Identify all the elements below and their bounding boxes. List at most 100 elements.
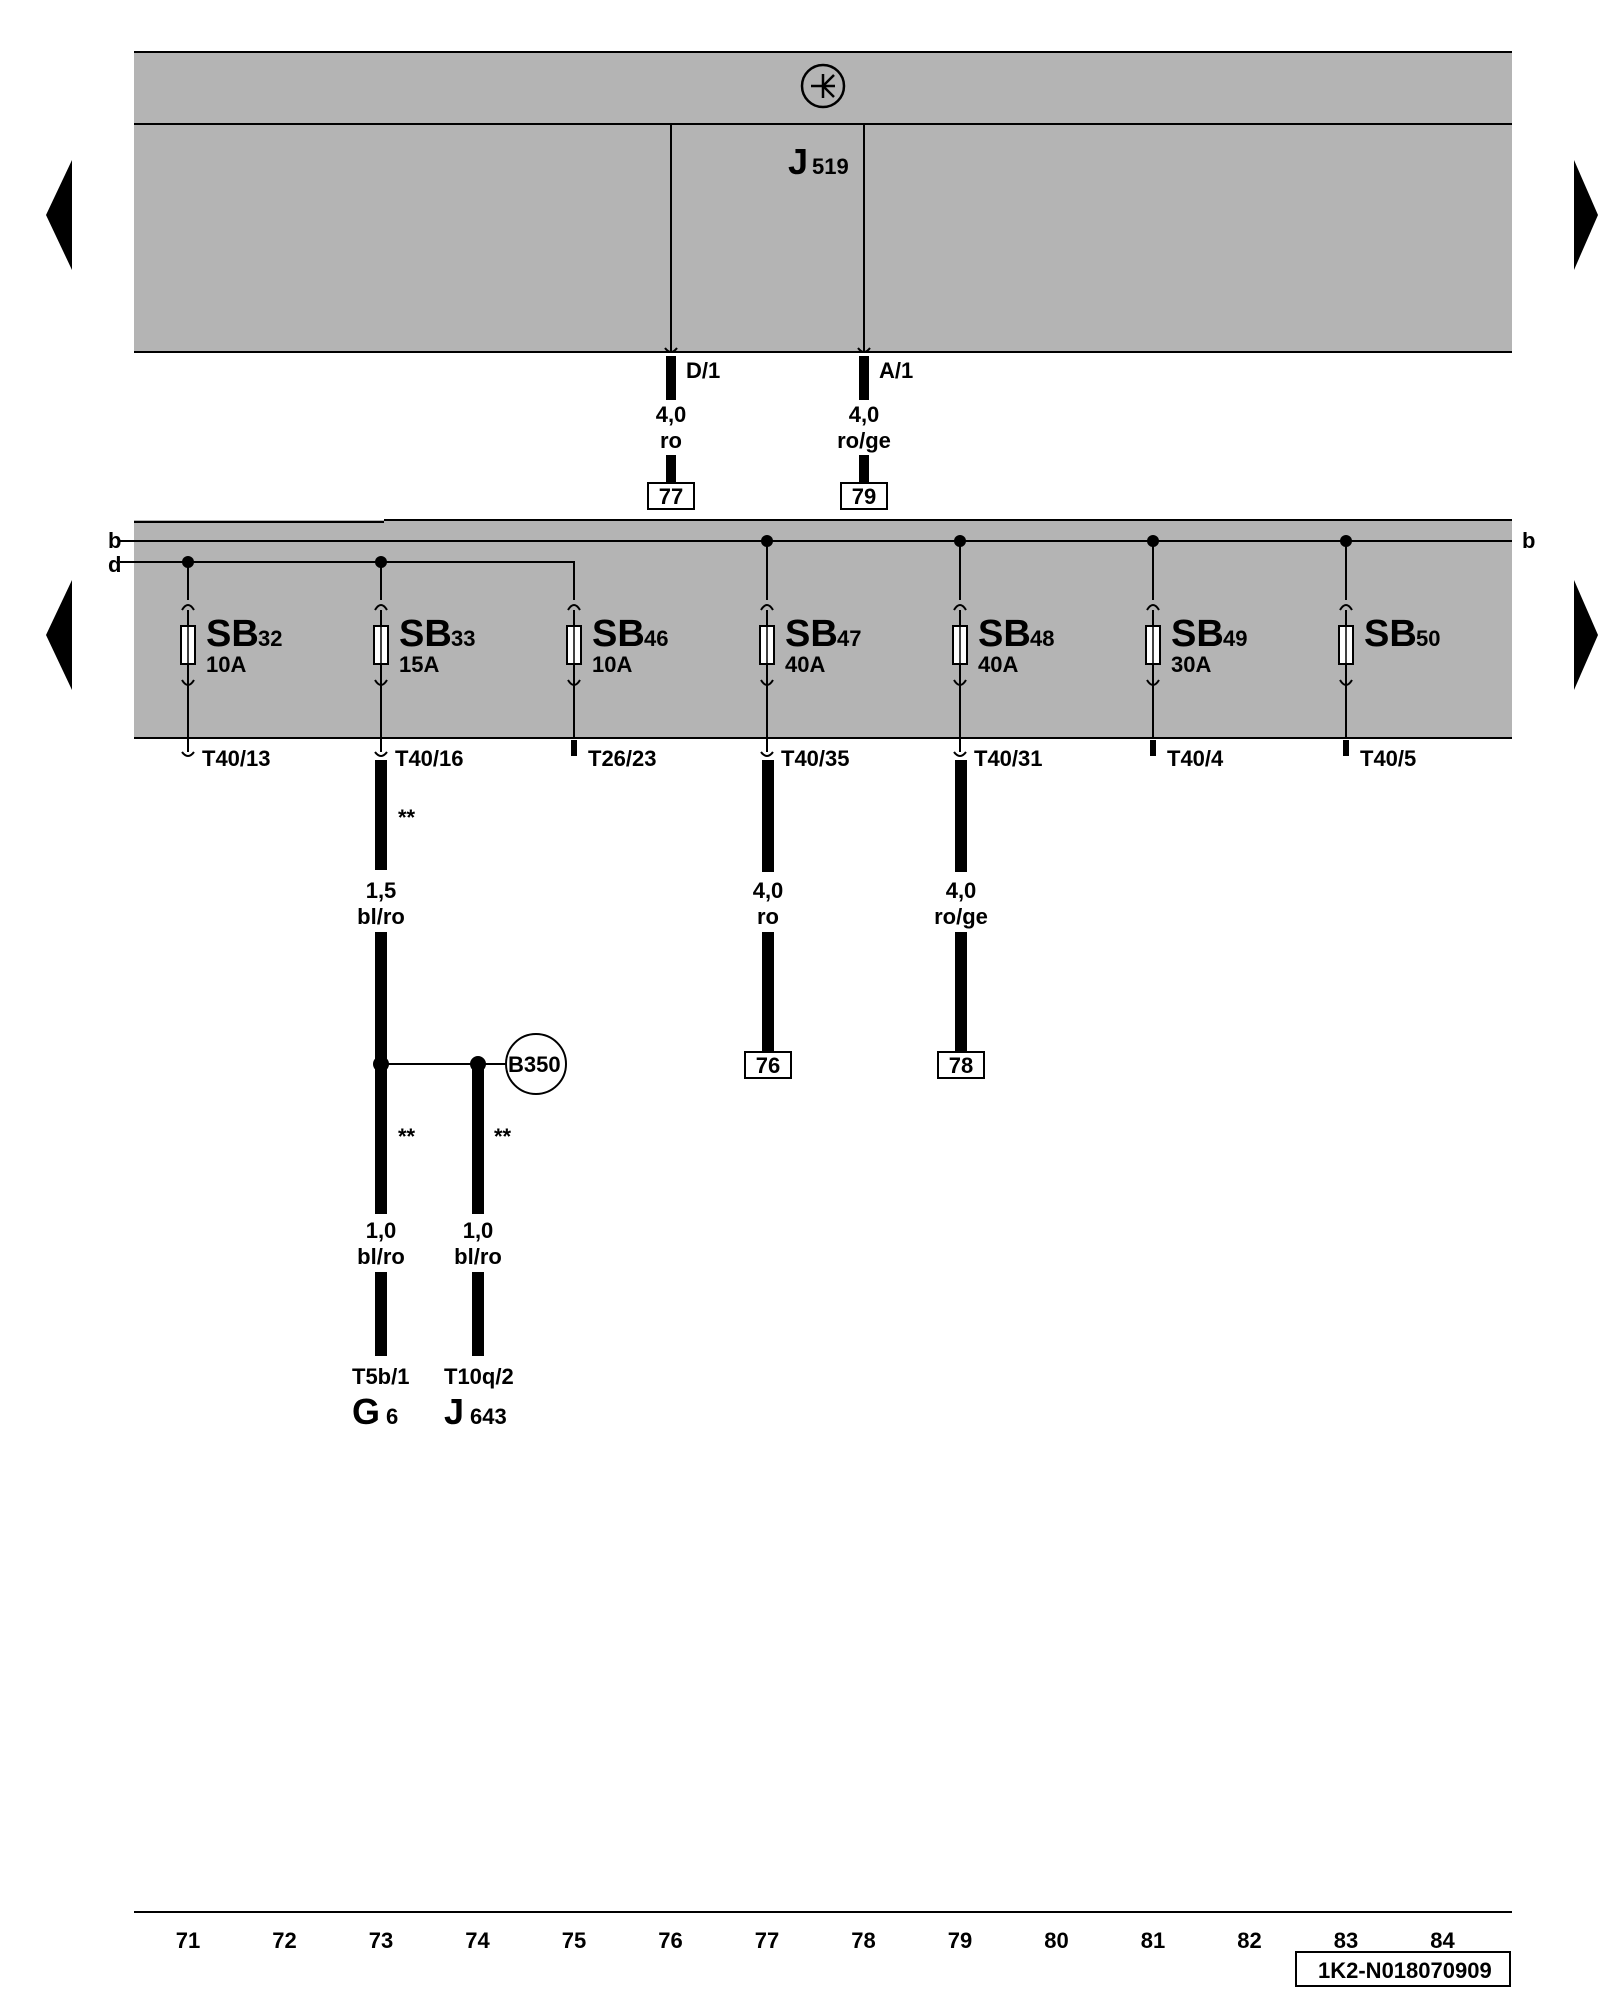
fuse-number: 32 bbox=[258, 626, 282, 651]
ref-number: 77 bbox=[659, 484, 683, 509]
terminal-label: T10q/2 bbox=[444, 1364, 514, 1389]
terminal-label: T40/4 bbox=[1167, 746, 1224, 771]
wire-size: 4,0 bbox=[946, 878, 977, 903]
wire-color: ro bbox=[660, 428, 682, 453]
nav-next-arrow-middle[interactable] bbox=[1574, 580, 1598, 690]
ref-number: 79 bbox=[852, 484, 876, 509]
terminal-label: T5b/1 bbox=[352, 1364, 409, 1389]
doc-id-box bbox=[1295, 1951, 1511, 1987]
wire-branch-j643: ** 1,0 bl/ro T10q/2 J 643 bbox=[444, 1064, 514, 1432]
fuse-name: SB bbox=[592, 613, 645, 655]
column-number: 84 bbox=[1430, 1928, 1455, 1953]
wire-mark: ** bbox=[398, 805, 416, 830]
fuse-name: SB bbox=[1364, 613, 1417, 655]
pin-label: A/1 bbox=[879, 358, 913, 383]
terminal-label: T40/5 bbox=[1360, 746, 1416, 771]
fuse-number: 47 bbox=[837, 626, 861, 651]
column-number: 77 bbox=[755, 1928, 779, 1953]
wire-size: 1,0 bbox=[463, 1218, 494, 1243]
terminal-label: T26/23 bbox=[588, 746, 657, 771]
column-number: 78 bbox=[851, 1928, 875, 1953]
control-unit-number: 519 bbox=[812, 154, 849, 179]
splice-b350-symbol[interactable] bbox=[505, 1033, 567, 1095]
wire-branch-g6: ** 1,0 bl/ro T5b/1 G 6 bbox=[352, 1064, 416, 1432]
pin-label: D/1 bbox=[686, 358, 720, 383]
fuse-rating: 10A bbox=[592, 652, 632, 677]
fuse-number: 46 bbox=[644, 626, 668, 651]
wire-color: bl/ro bbox=[357, 904, 405, 929]
component-letter: J bbox=[444, 1391, 464, 1432]
fuse-number: 49 bbox=[1223, 626, 1247, 651]
ref-number: 76 bbox=[756, 1053, 780, 1078]
terminal-label: T40/13 bbox=[202, 746, 271, 771]
ref-box[interactable] bbox=[647, 482, 695, 510]
component-number: 643 bbox=[470, 1404, 507, 1429]
fuse-name: SB bbox=[1171, 613, 1224, 655]
fuse-name: SB bbox=[978, 613, 1031, 655]
doc-id: 1K2-N018070909 bbox=[1318, 1958, 1492, 1983]
ref-box[interactable] bbox=[840, 482, 888, 510]
fuse-name: SB bbox=[785, 613, 838, 655]
wire-color: bl/ro bbox=[357, 1244, 405, 1269]
terminal-label: T40/31 bbox=[974, 746, 1043, 771]
control-unit-j519: J 519 bbox=[134, 51, 1512, 353]
electronics-symbol-icon bbox=[800, 63, 846, 109]
fuse-box-panel: b d b bbox=[108, 519, 1535, 739]
rail-b-label: b bbox=[108, 528, 121, 553]
fuse-number: 50 bbox=[1416, 626, 1440, 651]
terminal-label: T40/16 bbox=[395, 746, 464, 771]
column-number: 80 bbox=[1044, 1928, 1068, 1953]
wire-color: ro/ge bbox=[934, 904, 988, 929]
column-number: 79 bbox=[948, 1928, 972, 1953]
fuse-rating: 40A bbox=[978, 652, 1018, 677]
fuse-name: SB bbox=[206, 613, 259, 655]
control-unit-panel bbox=[134, 52, 1512, 352]
wire-size: 4,0 bbox=[656, 402, 687, 427]
ref-number: 78 bbox=[949, 1053, 973, 1078]
column-number: 76 bbox=[658, 1928, 682, 1953]
wire-j519-a1: A/1 4,0 ro/ge 79 bbox=[837, 347, 913, 510]
column-number: 72 bbox=[272, 1928, 296, 1953]
fuse-rating: 15A bbox=[399, 652, 439, 677]
fuse-rating: 30A bbox=[1171, 652, 1211, 677]
wire-color: ro/ge bbox=[837, 428, 891, 453]
splice-label: B350 bbox=[508, 1052, 561, 1077]
wire-j519-d1: D/1 4,0 ro 77 bbox=[647, 347, 720, 510]
column-number: 73 bbox=[369, 1928, 393, 1953]
control-unit-letter: J bbox=[788, 141, 808, 182]
column-number: 83 bbox=[1334, 1928, 1358, 1953]
fuse-number: 33 bbox=[451, 626, 475, 651]
wire-mark: ** bbox=[398, 1124, 416, 1149]
column-number: 75 bbox=[562, 1928, 586, 1953]
wire-size: 1,0 bbox=[366, 1218, 397, 1243]
wire-color: bl/ro bbox=[454, 1244, 502, 1269]
nav-previous-arrow-middle[interactable] bbox=[46, 580, 72, 690]
ref-box[interactable] bbox=[937, 1051, 985, 1079]
column-number: 82 bbox=[1237, 1928, 1261, 1953]
wire-size: 1,5 bbox=[366, 878, 397, 903]
nav-previous-arrow-top[interactable] bbox=[46, 160, 72, 270]
column-number: 71 bbox=[176, 1928, 200, 1953]
component-letter: G bbox=[352, 1391, 380, 1432]
fuse-rating: 10A bbox=[206, 652, 246, 677]
wire-size: 4,0 bbox=[753, 878, 784, 903]
terminal-label: T40/35 bbox=[781, 746, 850, 771]
nav-next-arrow-top[interactable] bbox=[1574, 160, 1598, 270]
fuse-rating: 40A bbox=[785, 652, 825, 677]
column-number: 81 bbox=[1141, 1928, 1165, 1953]
wire-mark: ** bbox=[494, 1124, 512, 1149]
ref-box[interactable] bbox=[744, 1051, 792, 1079]
wire-sb33: ** 1,5 bl/ro B350 bbox=[357, 760, 567, 1095]
fuse-name: SB bbox=[399, 613, 452, 655]
wire-color: ro bbox=[757, 904, 779, 929]
